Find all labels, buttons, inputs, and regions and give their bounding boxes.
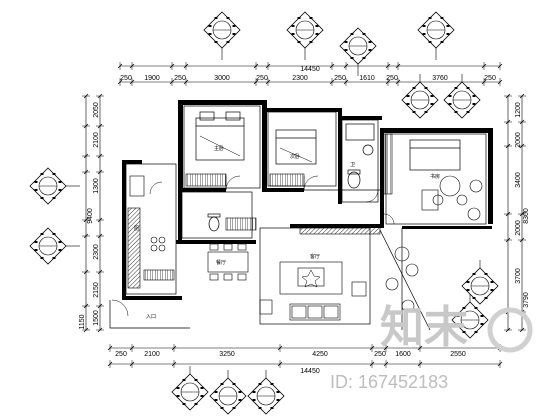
top-dim-3: 250: [174, 75, 186, 82]
top-dim-4: 3000: [214, 75, 230, 82]
watermark: 知末 ID: 167452183: [330, 302, 533, 392]
beds: [195, 111, 461, 171]
bathroom-fixtures: [207, 123, 375, 232]
diamond-index-icon: [401, 74, 439, 119]
washbasin: [362, 144, 374, 156]
right-dim-5: 3700: [515, 268, 522, 284]
diamond-index-icon: [451, 294, 489, 339]
top-dim-2: 1900: [144, 75, 160, 82]
sofa: [289, 303, 341, 321]
diamond-index-icon: [203, 11, 241, 60]
diamond-index-icon: [209, 370, 247, 415]
diamond-index-icon: [29, 167, 80, 205]
coffee-table: [297, 267, 325, 287]
right-dim-6: 3790: [523, 292, 530, 308]
top-dim-6: 2300: [292, 75, 308, 82]
top-dim-5: 250: [256, 75, 268, 82]
diamond-index-icon: [461, 260, 499, 305]
rug: [279, 261, 343, 295]
left-dim-7: 1150: [79, 314, 86, 329]
top-dim-9: 250: [386, 75, 398, 82]
dining-table: [207, 251, 249, 273]
right-dim-3: 3400: [515, 172, 522, 188]
room-label-master: 主卧: [214, 145, 224, 152]
diamond-index-icon: [417, 11, 455, 60]
living-room: [259, 261, 367, 321]
bottom-dim-3: 3250: [219, 351, 235, 358]
bottom-dim-1: 250: [115, 351, 127, 358]
top-dim-11: 250: [484, 75, 496, 82]
left-dim-total: 9400: [87, 208, 94, 224]
second-bed: [275, 129, 317, 165]
diamond-index-icon: [29, 227, 80, 265]
diamond-index-icon: [171, 366, 209, 411]
diamond-index-icon: [443, 74, 481, 119]
room-labels: 主卧 次卧 卫 厨 餐厅 客厅 书房 入口: [134, 145, 440, 320]
room-label-bath: 卫: [350, 162, 355, 168]
study-furniture: [421, 175, 483, 221]
left-dim-4: 2300: [93, 244, 100, 260]
watermark-logo: 知末: [380, 302, 468, 353]
toilet: [347, 171, 361, 189]
bottom-dimension: 250 2100 3250 4250 250 1600 2550 14450: [107, 344, 503, 375]
master-bed: [195, 117, 245, 161]
diamond-index-icon: [339, 27, 377, 76]
top-dim-7: 250: [334, 75, 346, 82]
watermark-id: ID: 167452183: [330, 372, 448, 392]
door-swings: [111, 175, 395, 317]
right-dim-2: 2000: [515, 132, 522, 148]
bottom-dim-2: 2100: [144, 351, 160, 358]
top-dim-8: 1610: [359, 75, 375, 82]
room-label-second: 次卧: [290, 153, 300, 160]
room-label-study: 书房: [430, 173, 440, 180]
right-dim-1: 1200: [515, 102, 522, 118]
room-label-kitchen: 厨: [134, 226, 139, 232]
dining-set: [207, 243, 249, 281]
bottom-total-dimension: 14450: [300, 368, 320, 375]
left-dim-6: 1500: [93, 310, 100, 326]
left-dimension: 2050 2100 1300 9400 2300 2150 1500 1150: [79, 93, 104, 333]
wardrobes: [127, 133, 393, 289]
top-dim-10: 3760: [432, 75, 448, 82]
right-dim-4: 2000: [515, 220, 522, 236]
top-dimension: 14450 250 1900 250 3000 250 2300 250 161…: [117, 62, 503, 86]
left-dim-3: 1300: [93, 178, 100, 194]
bottom-dim-6: 1600: [395, 351, 411, 358]
right-dim-total: 8300: [523, 208, 530, 224]
top-total-dimension: 14450: [300, 66, 320, 73]
left-dim-1: 2050: [93, 102, 100, 118]
diamond-index-icon: [286, 11, 324, 60]
index-markers: [29, 11, 499, 415]
terrace: [385, 246, 419, 313]
diamond-index-icon: [247, 370, 285, 415]
left-dim-5: 2150: [93, 282, 100, 298]
bottom-dim-5: 250: [374, 351, 386, 358]
room-label-dining: 餐厅: [216, 259, 226, 266]
study-bed: [409, 139, 461, 171]
room-label-entry: 入口: [146, 314, 156, 320]
left-dim-2: 2100: [93, 132, 100, 148]
bottom-dim-4: 4250: [312, 351, 328, 358]
bottom-dim-7: 2550: [450, 351, 466, 358]
kitchen-fixtures: [129, 175, 166, 252]
top-dim-1: 250: [120, 75, 132, 82]
room-label-living: 客厅: [310, 253, 320, 260]
right-dimension: 1200 2000 3400 8300 2000 3700 3790: [504, 93, 530, 333]
